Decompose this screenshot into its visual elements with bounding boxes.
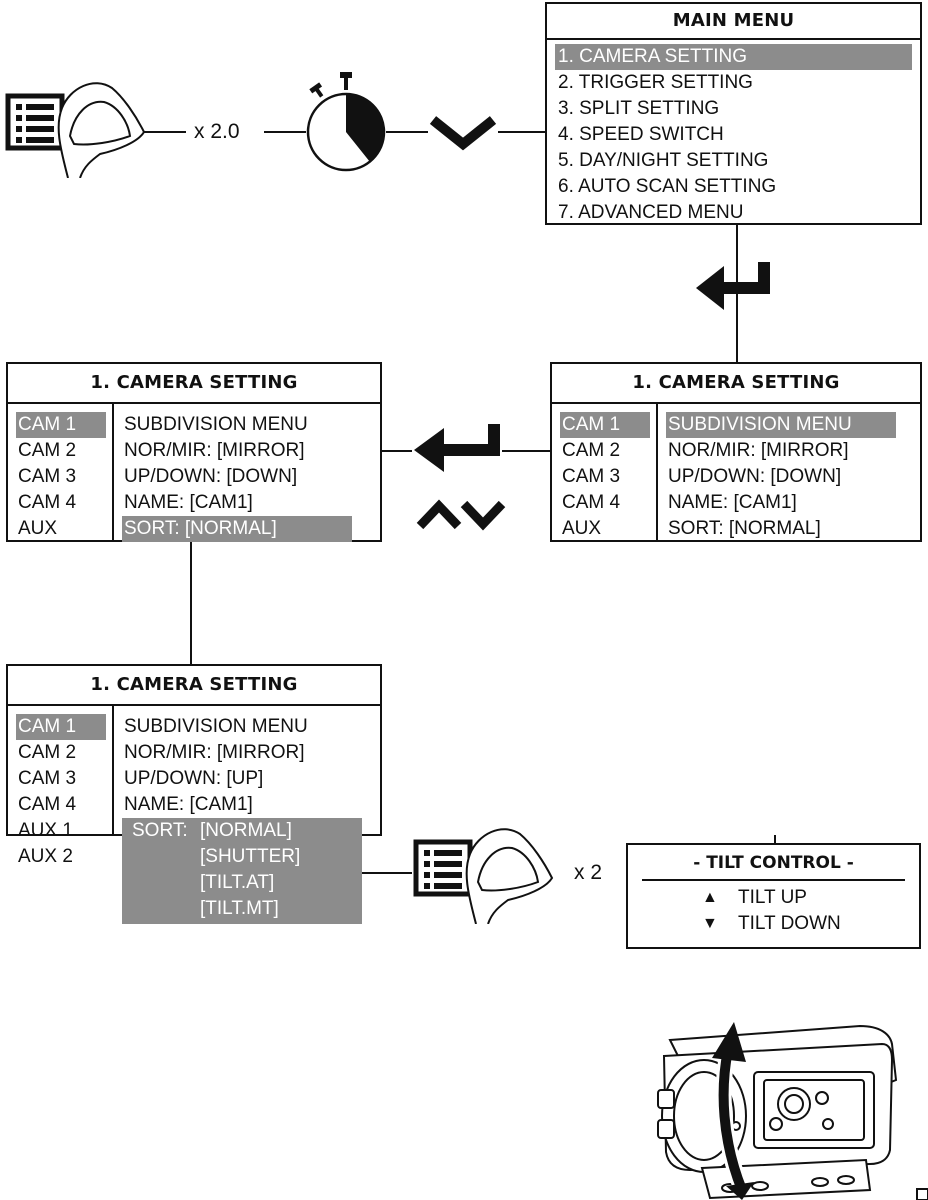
tilt-up-row: ▲ TILT UP	[628, 885, 919, 911]
submenu-item[interactable]: NOR/MIR: [MIRROR]	[668, 440, 849, 461]
camera-list-item[interactable]: AUX 2	[18, 846, 73, 867]
tilt-down-icon: ▼	[702, 915, 718, 932]
submenu-item[interactable]: NAME: [CAM1]	[668, 492, 797, 513]
main-menu-item[interactable]: 1. CAMERA SETTING	[555, 44, 912, 70]
submenu-column: SUBDIVISION MENU NOR/MIR: [MIRROR] UP/DOWN…	[114, 704, 380, 924]
menu-button-press-icon	[5, 82, 146, 178]
camera-list-item[interactable]: AUX	[18, 518, 58, 539]
tilt-control-title: - TILT CONTROL -	[642, 845, 905, 881]
main-menu-item[interactable]: 2. TRIGGER SETTING	[558, 72, 753, 93]
up-arrow-icon	[416, 499, 462, 530]
submenu-list: SUBDIVISION MENU NOR/MIR: [MIRROR] UP/DOWN…	[114, 714, 380, 818]
submenu-item[interactable]: SUBDIVISION MENU	[124, 716, 308, 737]
press-count-label: x 2	[574, 861, 603, 884]
main-menu-item[interactable]: 3. SPLIT SETTING	[558, 98, 720, 119]
camera-list-item[interactable]: CAM 2	[562, 440, 621, 461]
enter-icon	[696, 262, 770, 310]
submenu-item[interactable]: NOR/MIR: [MIRROR]	[124, 440, 305, 461]
camera-list-item[interactable]: CAM 1	[16, 412, 106, 438]
main-menu-item[interactable]: 7. ADVANCED MENU	[558, 202, 744, 223]
panel-title: 1. CAMERA SETTING	[552, 364, 920, 404]
press-count-label: x 2.0	[194, 120, 240, 143]
sort-option[interactable]: [SHUTTER]	[130, 844, 362, 870]
camera-list-item[interactable]: CAM 3	[18, 768, 77, 789]
tilt-up-label: TILT UP	[738, 887, 807, 908]
sort-option[interactable]: [TILT.MT]	[130, 896, 362, 922]
submenu-list: SUBDIVISION MENU NOR/MIR: [MIRROR] UP/DOWN…	[114, 412, 380, 542]
tilt-down-label: TILT DOWN	[738, 913, 841, 934]
camera-list-item[interactable]: CAM 4	[562, 492, 621, 513]
camera-list-item[interactable]: CAM 3	[562, 466, 621, 487]
down-arrow-icon	[429, 116, 497, 151]
main-menu-item[interactable]: 5. DAY/NIGHT SETTING	[558, 150, 769, 171]
submenu-item[interactable]: SORT: [NORMAL]	[122, 516, 352, 542]
camera-list-item[interactable]: CAM 1	[16, 714, 106, 740]
submenu-column: SUBDIVISION MENU NOR/MIR: [MIRROR] UP/DOWN…	[114, 402, 380, 542]
submenu-item[interactable]: SUBDIVISION MENU	[124, 414, 308, 435]
submenu-item[interactable]: NAME: [CAM1]	[124, 492, 253, 513]
main-menu-item[interactable]: 4. SPEED SWITCH	[558, 124, 724, 145]
enter-icon	[414, 424, 500, 472]
sort-option-value: [NORMAL]	[200, 820, 292, 841]
camera-list-item[interactable]: CAM 4	[18, 794, 77, 815]
submenu-item[interactable]: NAME: [CAM1]	[124, 794, 253, 815]
down-arrow-icon	[460, 500, 506, 531]
panel-title: 1. CAMERA SETTING	[8, 364, 380, 404]
camera-list-item[interactable]: CAM 4	[18, 492, 77, 513]
main-menu-item[interactable]: 6. AUTO SCAN SETTING	[558, 176, 777, 197]
camera-list-item[interactable]: CAM 2	[18, 440, 77, 461]
sort-option-value: [SHUTTER]	[200, 846, 301, 867]
sort-options: SORT: [NORMAL] [SHUTTER] [TILT.AT] [TILT.MT]	[122, 818, 362, 924]
sort-option-value: [TILT.MT]	[200, 898, 279, 919]
submenu-item[interactable]: SUBDIVISION MENU	[666, 412, 896, 438]
tilt-up-icon: ▲	[702, 889, 718, 906]
camera-list-item[interactable]: AUX 1	[18, 820, 73, 841]
sort-option[interactable]: [TILT.AT]	[130, 870, 362, 896]
tilt-control-panel: - TILT CONTROL - ▲ TILT UP ▼ TILT DOWN	[626, 843, 921, 949]
submenu-item[interactable]: SORT: [NORMAL]	[668, 518, 821, 539]
submenu-item[interactable]: NOR/MIR: [MIRROR]	[124, 742, 305, 763]
submenu-item[interactable]: UP/DOWN: [UP]	[124, 768, 264, 789]
camera-list-item[interactable]: CAM 1	[560, 412, 650, 438]
camera-list-item[interactable]: AUX	[562, 518, 602, 539]
sort-label: SORT:	[132, 820, 188, 841]
main-menu-title: MAIN MENU	[547, 4, 920, 40]
submenu-item[interactable]: UP/DOWN: [DOWN]	[668, 466, 842, 487]
tilt-down-row: ▼ TILT DOWN	[628, 911, 919, 937]
panel-title: 1. CAMERA SETTING	[8, 666, 380, 706]
camera-list-item[interactable]: CAM 3	[18, 466, 77, 487]
stopwatch-icon	[306, 72, 386, 172]
sort-option[interactable]: SORT: [NORMAL]	[130, 818, 362, 844]
sort-option-value: [TILT.AT]	[200, 872, 275, 893]
submenu-item[interactable]: UP/DOWN: [DOWN]	[124, 466, 298, 487]
camera-illustration	[657, 1022, 898, 1200]
camera-list-item[interactable]: CAM 2	[18, 742, 77, 763]
menu-button-press-icon	[413, 828, 554, 924]
